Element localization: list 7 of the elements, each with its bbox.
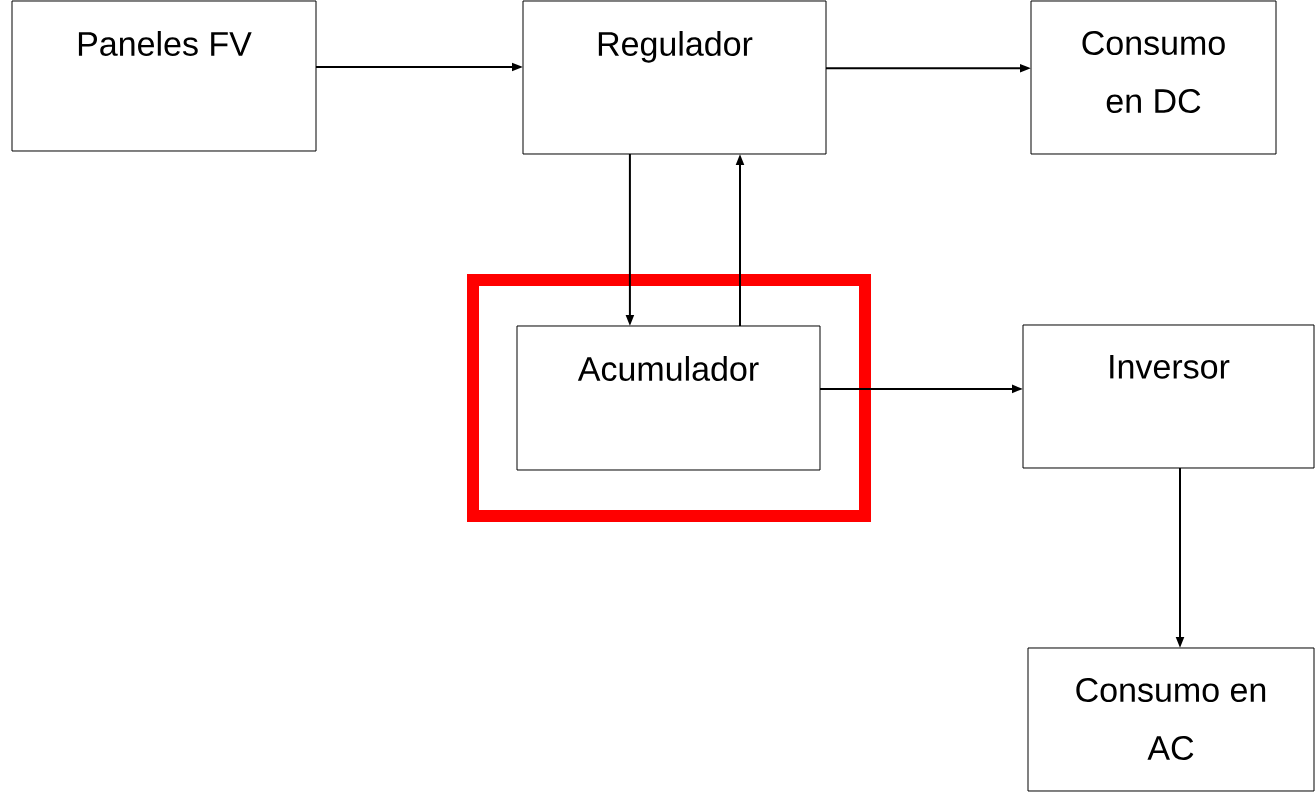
process-box: Inversor xyxy=(1022,324,1315,469)
process-box: Paneles FV xyxy=(11,0,317,152)
process-box: Acumulador xyxy=(516,325,821,471)
process-box: Consumo en AC xyxy=(1027,647,1315,792)
highlight-frame xyxy=(467,274,871,522)
process-box: Regulador xyxy=(522,0,827,155)
process-box: Consumo en DC xyxy=(1030,0,1277,155)
